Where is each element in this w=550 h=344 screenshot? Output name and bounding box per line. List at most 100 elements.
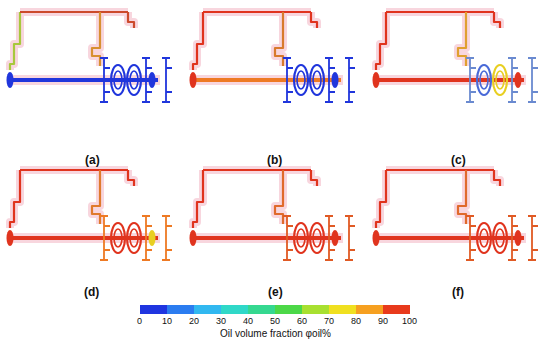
lubrication-model: [190, 170, 356, 260]
lubrication-model: [190, 12, 356, 102]
gear-disc: [111, 65, 125, 95]
bearing-support: [466, 58, 476, 102]
bearing-support: [100, 216, 110, 260]
pipe-halo: [92, 170, 100, 224]
pipe-halo: [20, 166, 128, 174]
panel-label: (d): [84, 286, 99, 298]
tick-label: 90: [378, 317, 388, 326]
shaft-cap: [515, 230, 522, 246]
gear-disc: [310, 223, 324, 253]
pipe-segment: [376, 170, 386, 228]
shaft-cap: [373, 72, 380, 88]
shaft-cap: [373, 230, 380, 246]
gear-disc: [297, 71, 305, 89]
main-shaft: [10, 78, 158, 82]
tick-label: 30: [216, 317, 226, 326]
gear-disc: [111, 223, 125, 253]
pipe-segment: [203, 11, 311, 13]
shaft-cap: [149, 72, 156, 88]
gear-disc: [493, 65, 507, 95]
pipe-segment: [458, 12, 466, 66]
main-shaft: [193, 236, 341, 240]
shaft-cap: [149, 230, 156, 246]
lubrication-model: [7, 170, 173, 260]
lubrication-model: [7, 12, 173, 102]
shaft-cap: [190, 230, 197, 246]
tick-label: 20: [189, 317, 199, 326]
pipe-halo: [386, 8, 494, 16]
pipe-halo: [458, 12, 466, 66]
pipe-halo: [10, 12, 20, 70]
pipe-segment: [193, 170, 203, 228]
pipe-segment: [458, 170, 466, 224]
pipe-segment: [311, 12, 317, 28]
gear-disc: [130, 229, 138, 247]
bearing-support: [283, 216, 293, 260]
gear-disc: [477, 65, 491, 95]
gear-disc: [480, 71, 488, 89]
tick-label: 70: [324, 317, 334, 326]
pipe-halo: [376, 170, 386, 228]
gear-disc: [313, 71, 321, 89]
gear-disc: [294, 65, 308, 95]
pipe-segment: [494, 12, 500, 28]
pipe-segment: [311, 170, 317, 186]
gear-disc: [493, 223, 507, 253]
pipe-halo: [203, 8, 311, 16]
tick-label: 40: [243, 317, 253, 326]
pipe-halo: [128, 170, 134, 186]
gear-disc: [294, 223, 308, 253]
color-bar: [140, 305, 410, 314]
pipe-halo: [275, 12, 283, 66]
pipe-segment: [92, 170, 100, 224]
gear-disc: [114, 229, 122, 247]
bearing-support: [325, 216, 335, 260]
shaft-cap: [515, 72, 522, 88]
shaft-cap: [332, 72, 339, 88]
bearing-support: [325, 58, 335, 102]
pipe-segment: [20, 169, 128, 171]
bearing-support: [345, 216, 355, 260]
panel-label: (e): [268, 286, 283, 298]
pipe-segment: [275, 170, 283, 224]
pipe-segment: [92, 12, 100, 66]
pipe-segment: [203, 169, 311, 171]
bearing-support: [142, 58, 152, 102]
pipe-halo: [92, 12, 100, 66]
pipe-halo: [494, 12, 500, 28]
bearing-support: [345, 58, 355, 102]
panel-label: (b): [267, 154, 282, 166]
pipe-segment: [376, 12, 386, 70]
lubrication-model: [373, 12, 539, 102]
gear-disc: [313, 229, 321, 247]
gear-disc: [114, 71, 122, 89]
panel-label: (f): [452, 286, 464, 298]
gear-disc: [130, 71, 138, 89]
tick-label: 100: [402, 317, 417, 326]
bearing-support: [100, 58, 110, 102]
pipe-halo: [275, 170, 283, 224]
pipe-halo: [128, 12, 134, 28]
pipe-halo: [311, 170, 317, 186]
gear-disc: [310, 65, 324, 95]
shaft-cap: [7, 72, 14, 88]
main-shaft: [10, 236, 158, 240]
bearing-support: [142, 216, 152, 260]
pipe-halo: [386, 166, 494, 174]
bearing-support: [508, 58, 518, 102]
main-shaft: [193, 78, 341, 82]
shaft-cap: [332, 230, 339, 246]
lubrication-model: [373, 170, 539, 260]
shaft-cap: [7, 230, 14, 246]
bearing-support: [466, 216, 476, 260]
pipe-segment: [494, 170, 500, 186]
pipe-halo: [203, 166, 311, 174]
tick-label: 80: [351, 317, 361, 326]
gear-disc: [480, 229, 488, 247]
pipe-halo: [193, 170, 203, 228]
bearing-support: [162, 216, 172, 260]
bar-title: Oil volume fraction φoil%: [220, 329, 331, 339]
pipe-segment: [275, 12, 283, 66]
tick-label: 60: [297, 317, 307, 326]
gear-disc: [297, 229, 305, 247]
